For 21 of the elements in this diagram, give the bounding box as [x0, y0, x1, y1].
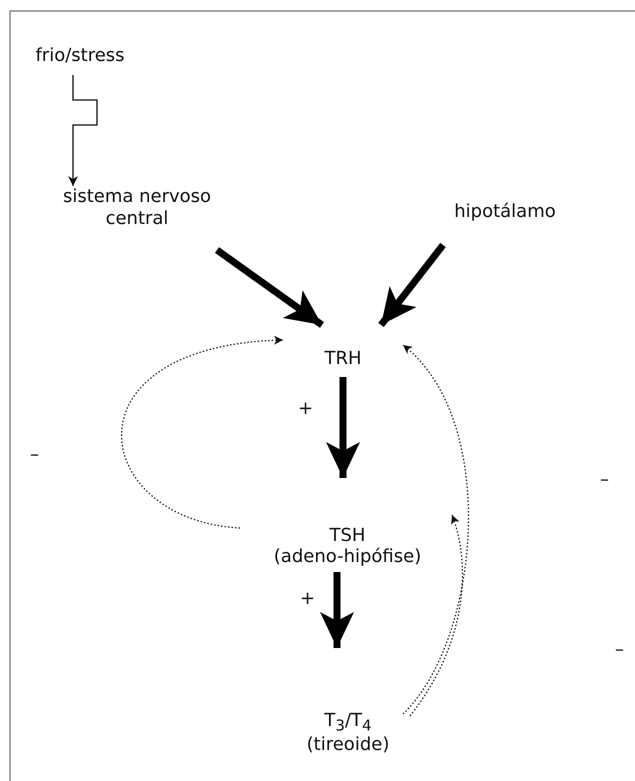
feedback-arrow: [402, 344, 469, 714]
feedback-arrow: [410, 514, 464, 716]
arrow: [378, 242, 446, 328]
node-subtitle: (adeno-hipófise): [274, 546, 422, 568]
sign-label: –: [600, 471, 609, 489]
hormone-text: T$_{3}$/T$_{4}$: [324, 710, 372, 734]
arrow: [214, 247, 324, 328]
source-text: sistema nervoso central: [62, 186, 212, 230]
edge-label: +: [300, 590, 316, 608]
feedback-arrow: [121, 336, 284, 529]
sign-label: –: [30, 446, 39, 464]
arrow: [68, 75, 98, 186]
sign-label: –: [615, 641, 624, 659]
node-subtitle: (tireoide): [306, 734, 390, 756]
trigger-text: frio/stress: [35, 45, 125, 67]
source-text: hipotálamo: [454, 201, 556, 223]
edge-label: +: [298, 400, 314, 418]
arrow: [320, 572, 354, 648]
hormone-text: TRH: [324, 348, 362, 370]
arrow: [326, 377, 360, 478]
hormone-text: TSH: [330, 524, 366, 546]
